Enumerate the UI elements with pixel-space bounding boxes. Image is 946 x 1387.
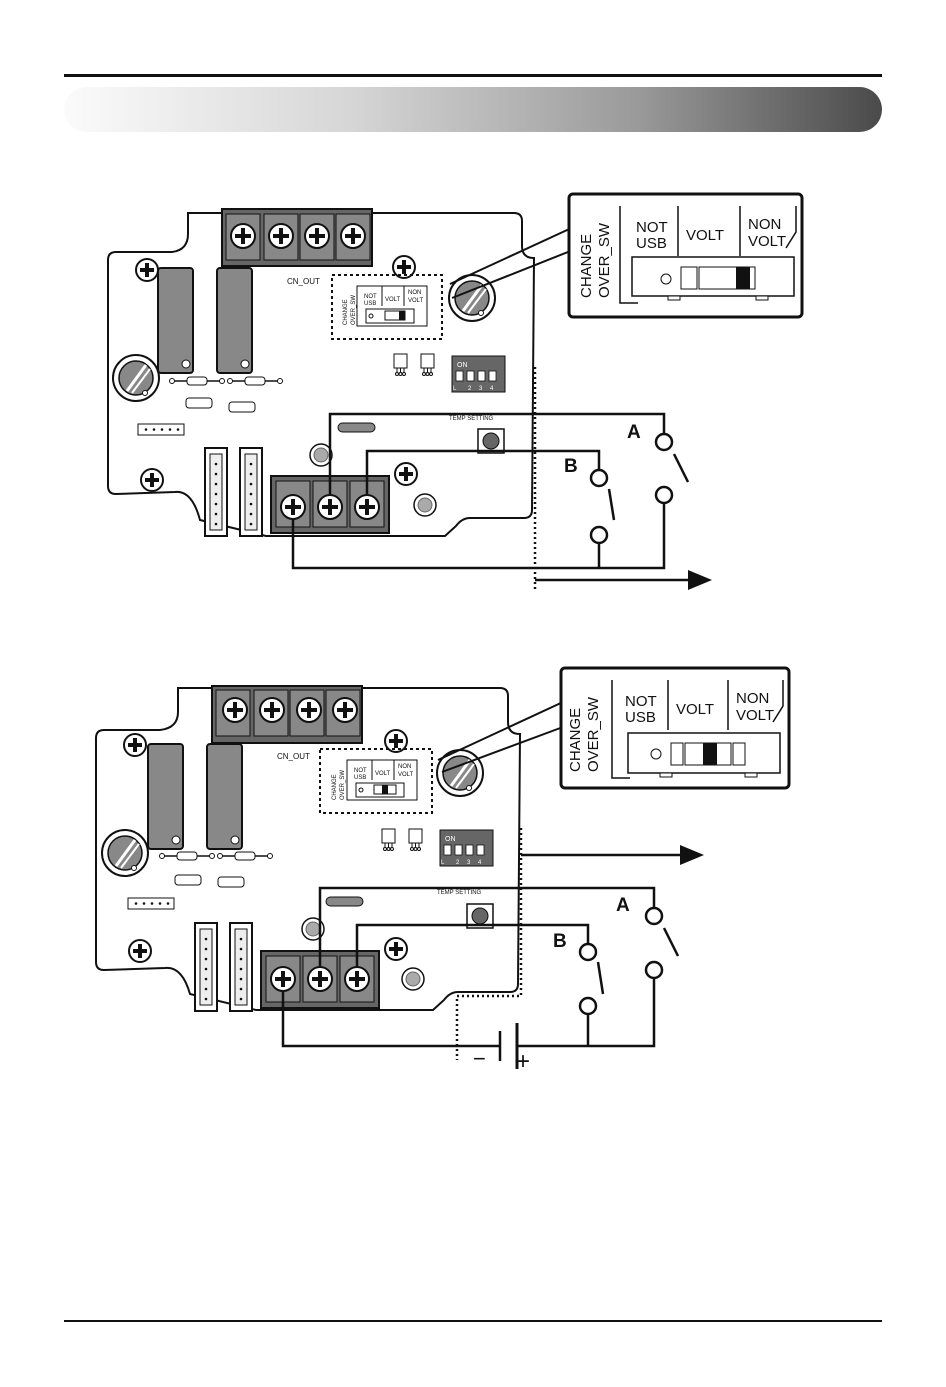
callout-opt3-line2: VOLT	[748, 233, 786, 250]
output-arrow-head-2	[680, 845, 704, 865]
cn-out-label-2: CN_OUT	[277, 752, 310, 761]
svg-text:NON: NON	[398, 764, 411, 770]
contact-b2-terminal-top	[580, 944, 596, 960]
svg-text:CHANGE: CHANGE	[343, 299, 349, 325]
slider-left-cell-1	[681, 267, 697, 289]
callout2-opt2: VOLT	[676, 701, 714, 718]
battery-plus-label: +	[516, 1048, 530, 1075]
svg-text:NOT: NOT	[354, 768, 367, 774]
callout-opt1-line1: NOT	[636, 219, 668, 236]
callout-opt3-line1: NON	[748, 216, 781, 233]
callout2-opt1-line1: NOT	[625, 693, 657, 710]
svg-text:VOLT: VOLT	[398, 772, 414, 778]
cn-out-label: CN_OUT	[287, 277, 320, 286]
callout2-opt3-line2: VOLT	[736, 707, 774, 724]
slider-right-cell-2	[733, 743, 745, 765]
callout2-title-line2: OVER_SW	[585, 696, 602, 772]
contact-a2-terminal-top	[646, 908, 662, 924]
callout2-opt3-line1: NON	[736, 690, 769, 707]
contact-b2-label: B	[553, 931, 567, 952]
svg-text:VOLT: VOLT	[375, 771, 391, 777]
slider-knob-2	[703, 743, 717, 765]
svg-text:USB: USB	[354, 775, 366, 781]
callout2-title-line1: CHANGE	[567, 708, 584, 772]
callout-opt2: VOLT	[686, 227, 724, 244]
temp-setting-label-2: TEMP SETTING	[437, 890, 482, 896]
callout-title-line1: CHANGE	[578, 234, 595, 298]
change-over-switch-callout-1: CHANGE OVER_SW NOT USB VOLT NON VOLT	[569, 194, 802, 317]
svg-text:NON: NON	[408, 290, 421, 296]
callout-title-line2: OVER_SW	[596, 222, 613, 298]
output-arrow-head-1	[688, 570, 712, 590]
svg-text:NOT: NOT	[364, 294, 377, 300]
dip-on-label: ON	[457, 362, 468, 369]
contact-a-terminal-bottom	[656, 487, 672, 503]
svg-text:CHANGE: CHANGE	[332, 774, 338, 800]
slider-left-cell-2	[671, 743, 683, 765]
svg-text:USB: USB	[364, 301, 376, 307]
battery-minus-label: −	[473, 1046, 486, 1071]
svg-text:VOLT: VOLT	[408, 298, 424, 304]
contact-b-label: B	[564, 456, 578, 477]
svg-text:VOLT: VOLT	[385, 297, 401, 303]
slider-knob-1	[736, 267, 750, 289]
contact-a-label: A	[627, 422, 641, 443]
svg-text:OVER_SW: OVER_SW	[340, 770, 346, 800]
change-over-switch-callout-2: CHANGE OVER_SW NOT USB VOLT NON VOLT	[561, 668, 789, 788]
contact-a2-label: A	[616, 895, 630, 916]
contact-a-terminal-top	[656, 434, 672, 450]
contact-b-terminal-bottom	[591, 527, 607, 543]
contact-b-terminal-top	[591, 470, 607, 486]
callout-opt1-line2: USB	[636, 235, 667, 252]
callout2-opt1-line2: USB	[625, 709, 656, 726]
svg-text:OVER_SW: OVER_SW	[351, 295, 357, 325]
contact-b2-terminal-bottom	[580, 998, 596, 1014]
contact-a2-terminal-bottom	[646, 962, 662, 978]
dip-on-label-2: ON	[445, 836, 456, 843]
temp-setting-label: TEMP SETTING	[449, 416, 494, 422]
